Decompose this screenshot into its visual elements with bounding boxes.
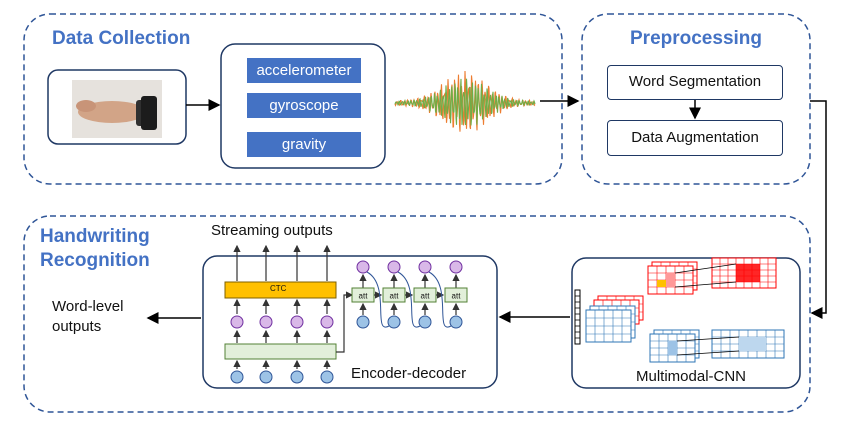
dec-output-node-1 xyxy=(387,260,401,274)
att-label-3: att xyxy=(452,292,462,301)
att-label-0: att xyxy=(359,292,369,301)
data-collection-title: Data Collection xyxy=(52,28,191,49)
data-augmentation-step: Data Augmentation xyxy=(607,120,783,156)
top-red-highlight xyxy=(666,273,675,287)
multimodal-cnn-label: Multimodal-CNN xyxy=(636,368,747,385)
preprocessing-title: Preprocessing xyxy=(630,28,762,49)
enc-hidden-node-0 xyxy=(230,315,244,329)
dec-input-node-3 xyxy=(449,315,463,329)
encoder-decoder-label: Encoder-decoder xyxy=(351,365,467,382)
top-red-right-highlight xyxy=(736,264,760,282)
enc-input-node-3 xyxy=(320,370,334,384)
recognition-panel xyxy=(23,215,811,413)
word-level-outputs-line1: Word-level xyxy=(52,298,124,315)
recognition-title-line1: Handwriting xyxy=(40,226,150,247)
cnn-feature-maps xyxy=(585,257,785,363)
dec-input-node-2 xyxy=(418,315,432,329)
bottom-blue-highlight xyxy=(668,341,677,355)
bottom-map-link-1 xyxy=(676,336,740,342)
word-level-outputs-line2: outputs xyxy=(52,318,102,335)
word-segmentation-step: Word Segmentation xyxy=(607,65,783,100)
dec-output-node-0 xyxy=(356,260,370,274)
enc-input-node-2 xyxy=(290,370,304,384)
recognition-title-line2: Recognition xyxy=(40,250,150,271)
arrow-preprocessing-to-cnn xyxy=(810,100,827,319)
enc-hidden-node-1 xyxy=(259,315,273,329)
dec-output-node-3 xyxy=(449,260,463,274)
signal-trace-green xyxy=(394,78,536,126)
cnn-input-bar xyxy=(574,289,581,345)
bottom-blue-right-highlight xyxy=(739,337,766,351)
enc-hidden-node-2 xyxy=(290,315,304,329)
feedback-curve-0 xyxy=(366,271,390,328)
enc-input-node-0 xyxy=(230,370,244,384)
sensor-gravity: gravity xyxy=(247,132,361,157)
data-collection-panel xyxy=(23,13,563,185)
enc-hidden-node-3 xyxy=(320,315,334,329)
sensor-accelerometer: accelerometer xyxy=(247,58,361,83)
sensor-gyroscope: gyroscope xyxy=(247,93,361,118)
feedback-curve-2 xyxy=(428,271,452,328)
preprocessing-panel xyxy=(581,13,811,185)
bottom-map-link-2 xyxy=(676,350,740,356)
dec-input-node-1 xyxy=(387,315,401,329)
ctc-label: CTC xyxy=(270,284,287,293)
left-blue-stack-2 xyxy=(585,309,632,343)
dec-output-node-2 xyxy=(418,260,432,274)
top-map-link-2 xyxy=(674,281,737,288)
top-red-highlight-yellow xyxy=(657,280,666,287)
encoder-network: att att att att xyxy=(224,244,468,384)
feedback-curve-1 xyxy=(397,271,421,328)
streaming-outputs-label: Streaming outputs xyxy=(211,222,333,239)
encoder-to-decoder-connection xyxy=(336,291,354,353)
att-block-3 xyxy=(444,287,468,303)
enc-input-node-1 xyxy=(259,370,273,384)
wrist-photo-image xyxy=(72,80,162,138)
sensor-signal-waveform xyxy=(394,70,536,132)
ctc-layer xyxy=(224,281,337,299)
top-map-link-1 xyxy=(674,263,737,274)
encoder-layer xyxy=(224,343,337,360)
att-label-2: att xyxy=(421,292,431,301)
dec-input-node-0 xyxy=(356,315,370,329)
att-label-1: att xyxy=(390,292,400,301)
